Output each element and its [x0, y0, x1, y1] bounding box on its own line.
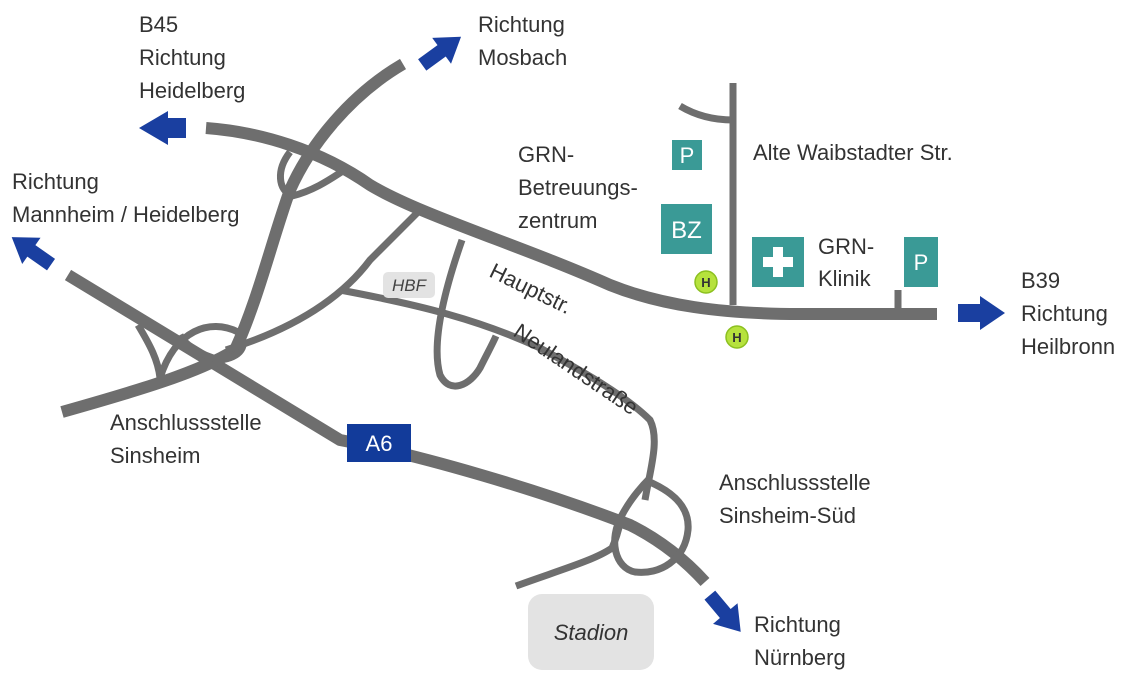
stadion-label: Stadion — [554, 620, 629, 645]
label-nuernberg: Richtung Nürnberg — [754, 612, 846, 670]
parking-sign-bz: P — [672, 140, 702, 170]
label-line: Anschlussstelle — [719, 470, 871, 495]
bus-stop-north: H — [694, 270, 718, 294]
road-stadion — [514, 513, 626, 590]
hbf-label: HBF — [392, 276, 428, 295]
stadion-area: Stadion — [528, 594, 654, 670]
label-neulandstrasse: Neulandstraße — [509, 318, 643, 419]
arrow-heilbronn-icon — [958, 296, 1005, 330]
label-line: Heilbronn — [1021, 334, 1115, 359]
label-line: Mosbach — [478, 45, 567, 70]
bus-stop-south: H — [725, 325, 749, 349]
minor-roads — [134, 83, 902, 590]
bus-stop-icon: H — [701, 275, 710, 290]
bus-stop-icon: H — [732, 330, 741, 345]
road-hbf — [339, 286, 542, 352]
label-line: Heidelberg — [139, 78, 245, 103]
road-alte-waibstadter-spur — [678, 102, 734, 124]
parking-sign-klinik: P — [904, 237, 938, 287]
arrow-nuernberg-icon — [704, 590, 741, 632]
label-line: Betreuungs- — [518, 175, 638, 200]
label-mannheim: Richtung Mannheim / Heidelberg — [12, 169, 239, 227]
loop-anschluss-sued — [611, 475, 692, 576]
label-line: GRN- — [518, 142, 574, 167]
label-line: Klinik — [818, 266, 872, 291]
label-line: zentrum — [518, 208, 597, 233]
label-line: Mannheim / Heidelberg — [12, 202, 239, 227]
road-b45-mosbach — [60, 58, 407, 418]
label-line: GRN- — [818, 234, 874, 259]
label-line: Sinsheim — [110, 443, 200, 468]
direction-arrows — [11, 36, 1005, 632]
cross-icon — [763, 247, 793, 277]
road-hauptstr-b39 — [205, 122, 937, 320]
arrow-heidelberg-icon — [139, 111, 186, 145]
label-b45: B45 Richtung Heidelberg — [139, 12, 245, 103]
hospital-sign — [752, 237, 804, 287]
a6-label: A6 — [366, 431, 393, 456]
label-line: Richtung — [754, 612, 841, 637]
parking-icon: P — [914, 250, 929, 275]
label-line: Sinsheim-Süd — [719, 503, 856, 528]
arrow-mosbach-icon — [418, 36, 462, 71]
label-line: Richtung — [12, 169, 99, 194]
bz-sign: BZ — [661, 204, 712, 254]
label-line: Richtung — [139, 45, 226, 70]
loop-hauptstr-south — [433, 238, 500, 390]
label-anschluss-sued: Anschlussstelle Sinsheim-Süd — [719, 470, 871, 528]
road-hbf-north — [224, 209, 421, 354]
label-mosbach: Richtung Mosbach — [478, 12, 567, 70]
road-neulandstrasse — [538, 344, 658, 501]
label-alte-waibstadter: Alte Waibstadter Str. — [753, 140, 953, 165]
label-line: B45 — [139, 12, 178, 37]
label-b39: B39 Richtung Heilbronn — [1021, 268, 1115, 359]
hbf-sign: HBF — [383, 272, 435, 298]
label-anschluss-sinsheim: Anschlussstelle Sinsheim — [110, 410, 262, 468]
a6-sign: A6 — [347, 424, 411, 462]
label-grn-betreuung: GRN- Betreuungs- zentrum — [518, 142, 638, 233]
loop-b45-junction — [277, 149, 350, 200]
label-line: Richtung — [478, 12, 565, 37]
label-grn-klinik: GRN- Klinik — [818, 234, 874, 291]
label-line: B39 — [1021, 268, 1060, 293]
label-line: Nürnberg — [754, 645, 846, 670]
arrow-mannheim-icon — [11, 237, 56, 271]
label-line: Richtung — [1021, 301, 1108, 326]
bz-label: BZ — [671, 217, 702, 244]
label-line: Anschlussstelle — [110, 410, 262, 435]
parking-icon: P — [680, 143, 695, 168]
